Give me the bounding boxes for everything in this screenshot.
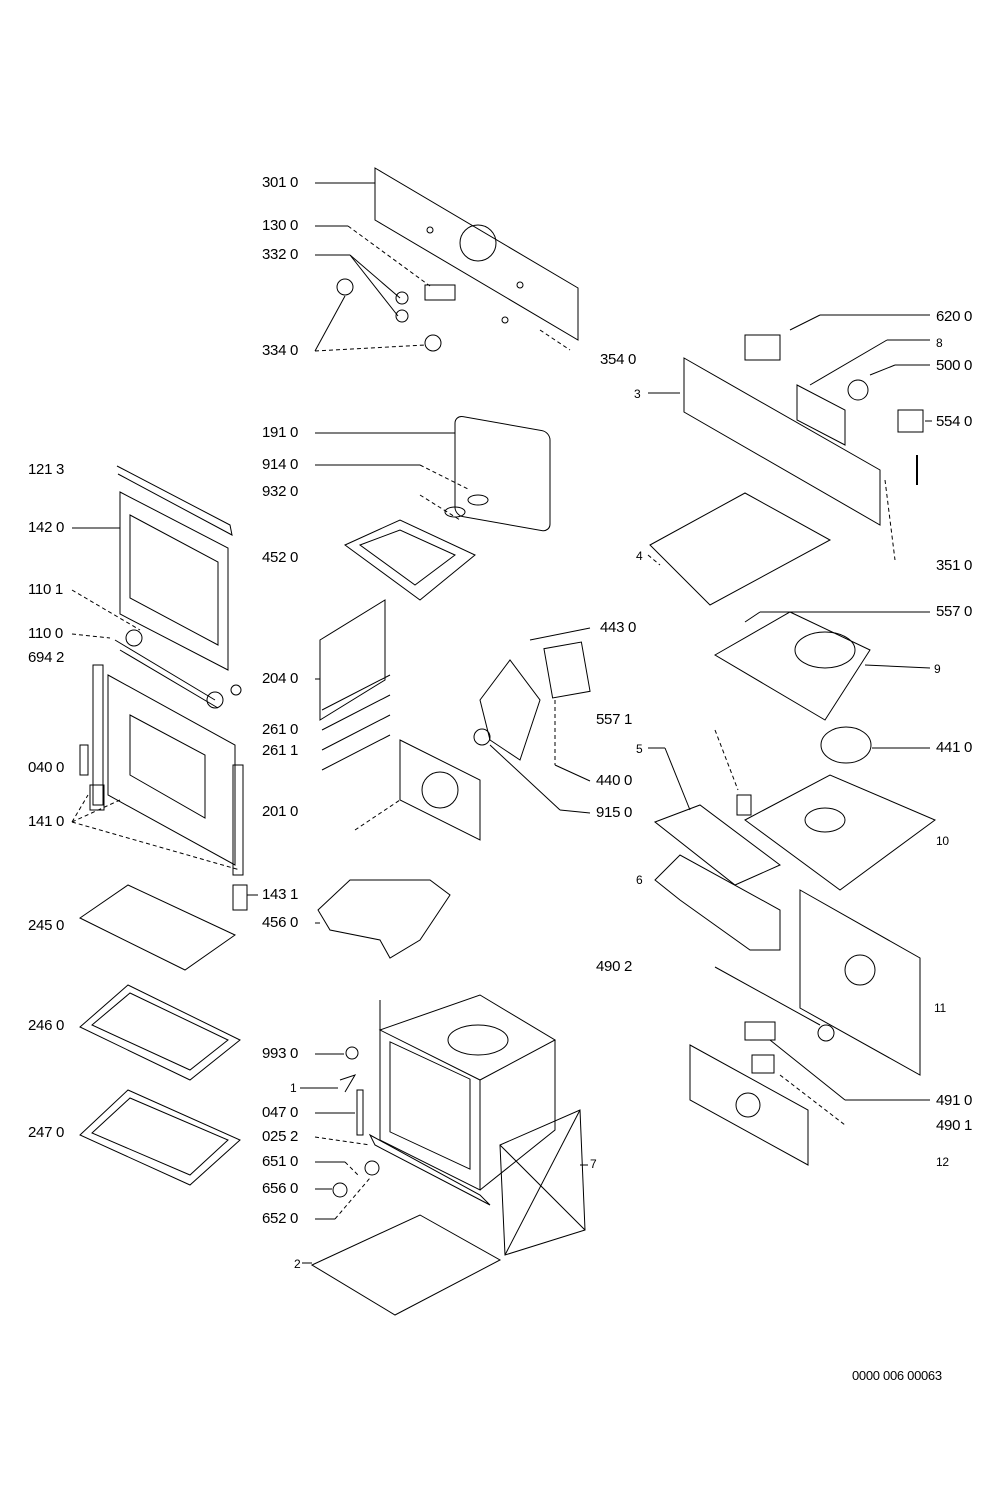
part-label: 354 0 [600, 351, 637, 368]
part-label: 456 0 [262, 914, 299, 931]
rear-panel-part [689, 889, 930, 1166]
part-label: 500 0 [936, 357, 973, 374]
inner-door-part [71, 664, 258, 911]
part-label: 130 0 [262, 217, 299, 234]
part-label: 1 [290, 1081, 297, 1095]
part-label: 4 [636, 549, 643, 563]
part-label: 351 0 [936, 557, 973, 574]
part-label: 557 0 [936, 603, 973, 620]
part-label: 334 0 [262, 342, 299, 359]
fan-cover-part [354, 739, 481, 841]
part-label: 490 2 [596, 958, 633, 975]
part-label: 261 1 [262, 742, 299, 759]
cooling-fan-part [648, 729, 936, 951]
part-label: 143 1 [262, 886, 299, 903]
part-label: 245 0 [28, 917, 65, 934]
drawing-number: 0000 006 00063 [852, 1368, 942, 1383]
part-label: 452 0 [262, 549, 299, 566]
part-label: 332 0 [262, 246, 299, 263]
top-cover-part [647, 492, 832, 606]
part-label: 694 2 [28, 649, 65, 666]
part-label: 9 [934, 662, 941, 676]
fan-housing-part [714, 611, 931, 764]
part-label: 8 [936, 336, 943, 350]
part-label: 652 0 [262, 1210, 299, 1227]
part-label: 261 0 [262, 721, 299, 738]
side-rail-part [315, 599, 391, 771]
outer-door-glass-part [71, 465, 233, 671]
control-panel-part [315, 167, 579, 341]
part-label: 554 0 [936, 413, 973, 430]
part-label: 656 0 [262, 1180, 299, 1197]
trays-part [79, 884, 241, 1186]
part-label: 441 0 [936, 739, 973, 756]
part-label: 651 0 [262, 1153, 299, 1170]
part-label: 247 0 [28, 1124, 65, 1141]
part-label: 557 1 [596, 711, 633, 728]
part-label: 040 0 [28, 759, 65, 776]
part-label: 440 0 [596, 772, 633, 789]
part-label: 620 0 [936, 308, 973, 325]
part-label: 110 1 [28, 581, 63, 598]
fan-motor-part [473, 627, 591, 814]
part-label: 121 3 [28, 461, 65, 478]
part-label: 246 0 [28, 1017, 65, 1034]
part-label: 025 2 [262, 1128, 299, 1145]
part-label: 3 [634, 387, 641, 401]
part-label: 914 0 [262, 456, 299, 473]
part-label: 2 [294, 1257, 301, 1271]
part-label: 204 0 [262, 670, 299, 687]
part-label: 201 0 [262, 803, 299, 820]
part-label: 490 1 [936, 1117, 973, 1134]
part-label: 110 0 [28, 625, 63, 642]
part-label: 301 0 [262, 174, 299, 191]
grill-element-part [344, 494, 489, 601]
part-label: 191 0 [262, 424, 299, 441]
part-label: 047 0 [262, 1104, 299, 1121]
part-label: 12 [936, 1155, 949, 1169]
part-label: 932 0 [262, 483, 299, 500]
hinge-rod-part [114, 629, 242, 709]
small-parts-lower [300, 1046, 380, 1220]
door-gasket-part [315, 416, 551, 532]
part-label: 11 [934, 1001, 946, 1015]
part-label: 7 [590, 1157, 597, 1171]
lower-element-part [315, 879, 451, 959]
part-label: 6 [636, 873, 643, 887]
control-housing-part [648, 314, 932, 561]
part-label: 993 0 [262, 1045, 299, 1062]
part-label: 142 0 [28, 519, 65, 536]
part-label: 141 0 [28, 813, 65, 830]
part-label: 491 0 [936, 1092, 973, 1109]
knobs-part [314, 225, 571, 352]
part-label: 10 [936, 834, 949, 848]
part-label: 5 [636, 742, 643, 756]
oven-cavity-part [302, 994, 588, 1316]
part-label: 915 0 [596, 804, 633, 821]
part-label: 443 0 [600, 619, 637, 636]
